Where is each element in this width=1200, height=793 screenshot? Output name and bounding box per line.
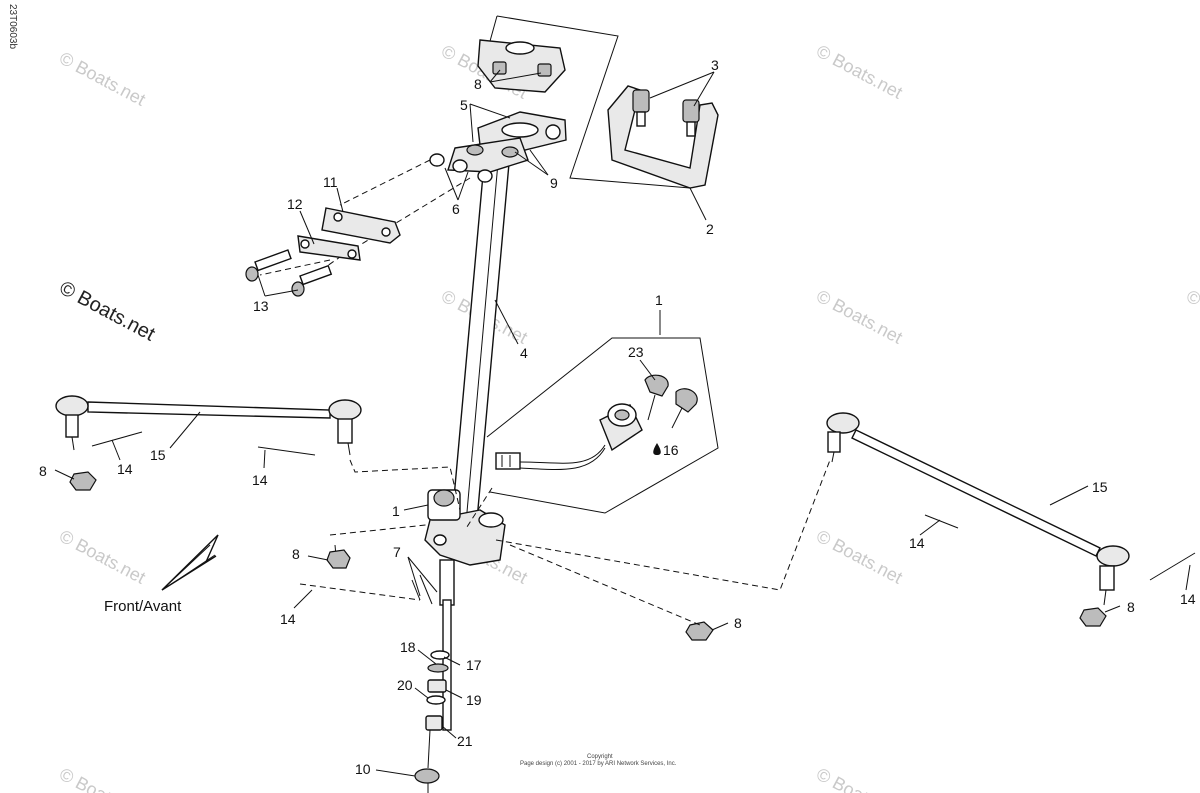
assembly-line — [339, 159, 431, 206]
callout-13: 13 — [253, 298, 269, 314]
callout-15-right: 15 — [1092, 479, 1108, 495]
callout-8-lower: 8 — [734, 615, 742, 631]
callout-8-left: 8 — [39, 463, 47, 479]
hex-nut — [1079, 607, 1107, 627]
cotter-pin-right — [924, 514, 959, 529]
assembly-line — [334, 544, 337, 557]
assembly-line — [495, 459, 831, 591]
upper-mounting-plate — [477, 39, 566, 93]
assembly-line — [299, 583, 421, 601]
assembly-line — [349, 459, 461, 511]
bushing-carrier — [429, 137, 529, 183]
seal — [427, 663, 449, 673]
callout-2: 2 — [706, 221, 714, 237]
ignition-switch — [495, 403, 643, 470]
column-lower-boss — [427, 489, 461, 521]
lower-spindle — [439, 559, 455, 606]
assembly-line — [509, 544, 701, 626]
callout-15-left: 15 — [150, 447, 166, 463]
ignition-keys — [644, 374, 698, 429]
callout-18: 18 — [400, 639, 416, 655]
callout-10: 10 — [355, 761, 371, 777]
callout-1-switch: 1 — [392, 503, 400, 519]
callout-17: 17 — [466, 657, 482, 673]
callout-6: 6 — [452, 201, 460, 217]
callout-8-mid: 8 — [292, 546, 300, 562]
steering-arm — [424, 509, 506, 566]
group-outline-top — [496, 15, 691, 189]
tie-rod-left — [55, 395, 362, 456]
callout-labels: 1 1 2 3 4 5 6 7 8 8 8 8 8 9 10 11 12 13 … — [39, 57, 1196, 777]
front-direction-arrow — [161, 534, 219, 591]
callout-20: 20 — [397, 677, 413, 693]
tie-rod-right — [826, 412, 1130, 606]
bottom-nut — [414, 768, 440, 784]
hex-nut — [69, 471, 97, 491]
bushing-lower — [425, 715, 443, 731]
washer-lower — [426, 695, 446, 705]
bolt-pair — [245, 249, 333, 297]
callout-3: 3 — [711, 57, 719, 73]
callout-14-left: 14 — [117, 461, 133, 477]
watermark-text: © Boats.net — [813, 41, 906, 103]
callout-5: 5 — [460, 97, 468, 113]
assembly-line — [259, 259, 331, 276]
figure-id: 23T0603b — [7, 4, 18, 49]
cotter-pins — [411, 579, 421, 601]
watermark-text: © Boats.net — [56, 764, 149, 793]
hex-nut — [326, 549, 351, 569]
callout-7: 7 — [393, 544, 401, 560]
callout-21: 21 — [457, 733, 473, 749]
group-outline-ignition — [486, 337, 719, 514]
callout-14-lower: 14 — [280, 611, 296, 627]
callout-11: 11 — [323, 174, 338, 190]
front-label: Front/Avant — [104, 598, 182, 615]
watermark-text: © Boats.net — [56, 526, 149, 588]
callout-8-top: 8 — [474, 76, 482, 92]
handlebar-holder — [607, 85, 719, 189]
watermark-text: © Boats.net — [56, 48, 149, 110]
copyright-line1: Copyright — [587, 754, 613, 760]
callout-8-right: 8 — [1127, 599, 1135, 615]
cotter-pin-left — [91, 431, 143, 447]
assembly-line — [359, 177, 471, 246]
watermark-text: © Boats.net — [1183, 286, 1200, 348]
watermark-text: © Boats.net — [813, 526, 906, 588]
cotter-pin-left2 — [257, 446, 316, 456]
assembly-line — [464, 487, 493, 531]
callout-14-right: 14 — [909, 535, 925, 551]
assembly-line — [329, 524, 427, 536]
callout-14-farright: 14 — [1180, 591, 1196, 607]
copyright-line2: Page design (c) 2001 - 2017 by ARI Netwo… — [520, 761, 677, 767]
watermark-text: © Boats.net — [813, 286, 906, 348]
hex-nut — [685, 621, 714, 641]
steering-column-highlight — [466, 139, 501, 513]
callout-19: 19 — [466, 692, 482, 708]
watermark-text-main: © Boats.net — [56, 277, 159, 346]
bearing — [427, 679, 447, 693]
cotter-pin-right2 — [1149, 552, 1196, 581]
callout-12: 12 — [287, 196, 303, 212]
watermark-text: © Boats.net — [813, 764, 906, 793]
callout-1-ignition: 1 — [655, 292, 663, 308]
leader-lines — [54, 69, 1191, 777]
callout-14-mid: 14 — [252, 472, 268, 488]
callout-16: 16 — [663, 442, 679, 458]
oil-drop-icon — [653, 443, 661, 455]
callout-9: 9 — [550, 175, 558, 191]
callout-23: 23 — [628, 344, 644, 360]
column-bracket — [321, 207, 401, 244]
callout-4: 4 — [520, 345, 528, 361]
